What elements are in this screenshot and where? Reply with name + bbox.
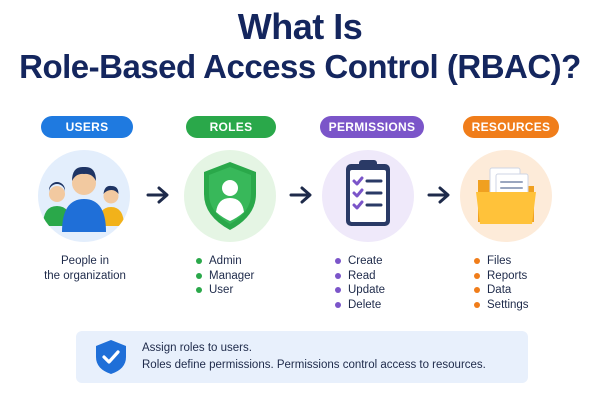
users-header: USERS bbox=[41, 116, 133, 138]
roles-header: ROLES bbox=[186, 116, 276, 138]
list-item: Data bbox=[474, 283, 529, 298]
users-caption-line-1: People in bbox=[61, 255, 109, 267]
summary-banner: Assign roles to users. Roles define perm… bbox=[76, 331, 528, 383]
roles-circle bbox=[184, 150, 276, 242]
users-caption-line-2: the organization bbox=[44, 270, 126, 282]
banner-line-1: Assign roles to users. bbox=[142, 342, 252, 354]
shield-check-icon bbox=[96, 340, 126, 374]
title-line-2: Role-Based Access Control (RBAC)? bbox=[19, 48, 581, 85]
bullet-dot bbox=[474, 258, 480, 264]
folder-files-icon bbox=[476, 167, 536, 224]
list-item: User bbox=[196, 283, 254, 298]
users-caption: People in the organization bbox=[10, 254, 160, 284]
permissions-header: PERMISSIONS bbox=[320, 116, 424, 138]
bullet-dot bbox=[474, 272, 480, 279]
list-item: Settings bbox=[474, 298, 529, 313]
roles-list: Admin Manager User bbox=[196, 254, 254, 298]
list-item: Update bbox=[335, 283, 385, 298]
list-item: Read bbox=[335, 269, 385, 284]
bullet-dot bbox=[196, 272, 202, 279]
bullet-dot bbox=[335, 301, 341, 308]
resources-circle bbox=[460, 150, 552, 242]
bullet-dot bbox=[335, 287, 341, 293]
bullet-dot bbox=[474, 301, 480, 308]
users-group-icon bbox=[43, 166, 124, 232]
bullet-dot bbox=[335, 272, 341, 279]
bullet-dot bbox=[335, 258, 341, 264]
resources-header: RESOURCES bbox=[463, 116, 559, 138]
list-item: Admin bbox=[196, 254, 254, 269]
bullet-dot bbox=[196, 258, 202, 264]
list-item: Reports bbox=[474, 269, 529, 284]
arrow-right-icon bbox=[289, 186, 312, 204]
list-item: Create bbox=[335, 254, 385, 269]
title-line-1: What Is bbox=[237, 6, 363, 47]
permissions-list: Create Read Update Delete bbox=[335, 254, 385, 312]
shield-user-icon bbox=[204, 162, 256, 230]
bullet-dot bbox=[474, 287, 480, 293]
resources-list: Files Reports Data Settings bbox=[474, 254, 529, 312]
permissions-circle bbox=[322, 150, 414, 242]
list-item: Files bbox=[474, 254, 529, 269]
bullet-dot bbox=[196, 287, 202, 293]
arrow-right-icon bbox=[146, 186, 169, 204]
list-item: Manager bbox=[196, 269, 254, 284]
users-circle bbox=[38, 150, 130, 242]
arrow-right-icon bbox=[427, 186, 450, 204]
list-item: Delete bbox=[335, 298, 385, 313]
clipboard-checklist-icon bbox=[346, 160, 390, 226]
banner-line-2: Roles define permissions. Permissions co… bbox=[142, 359, 486, 371]
